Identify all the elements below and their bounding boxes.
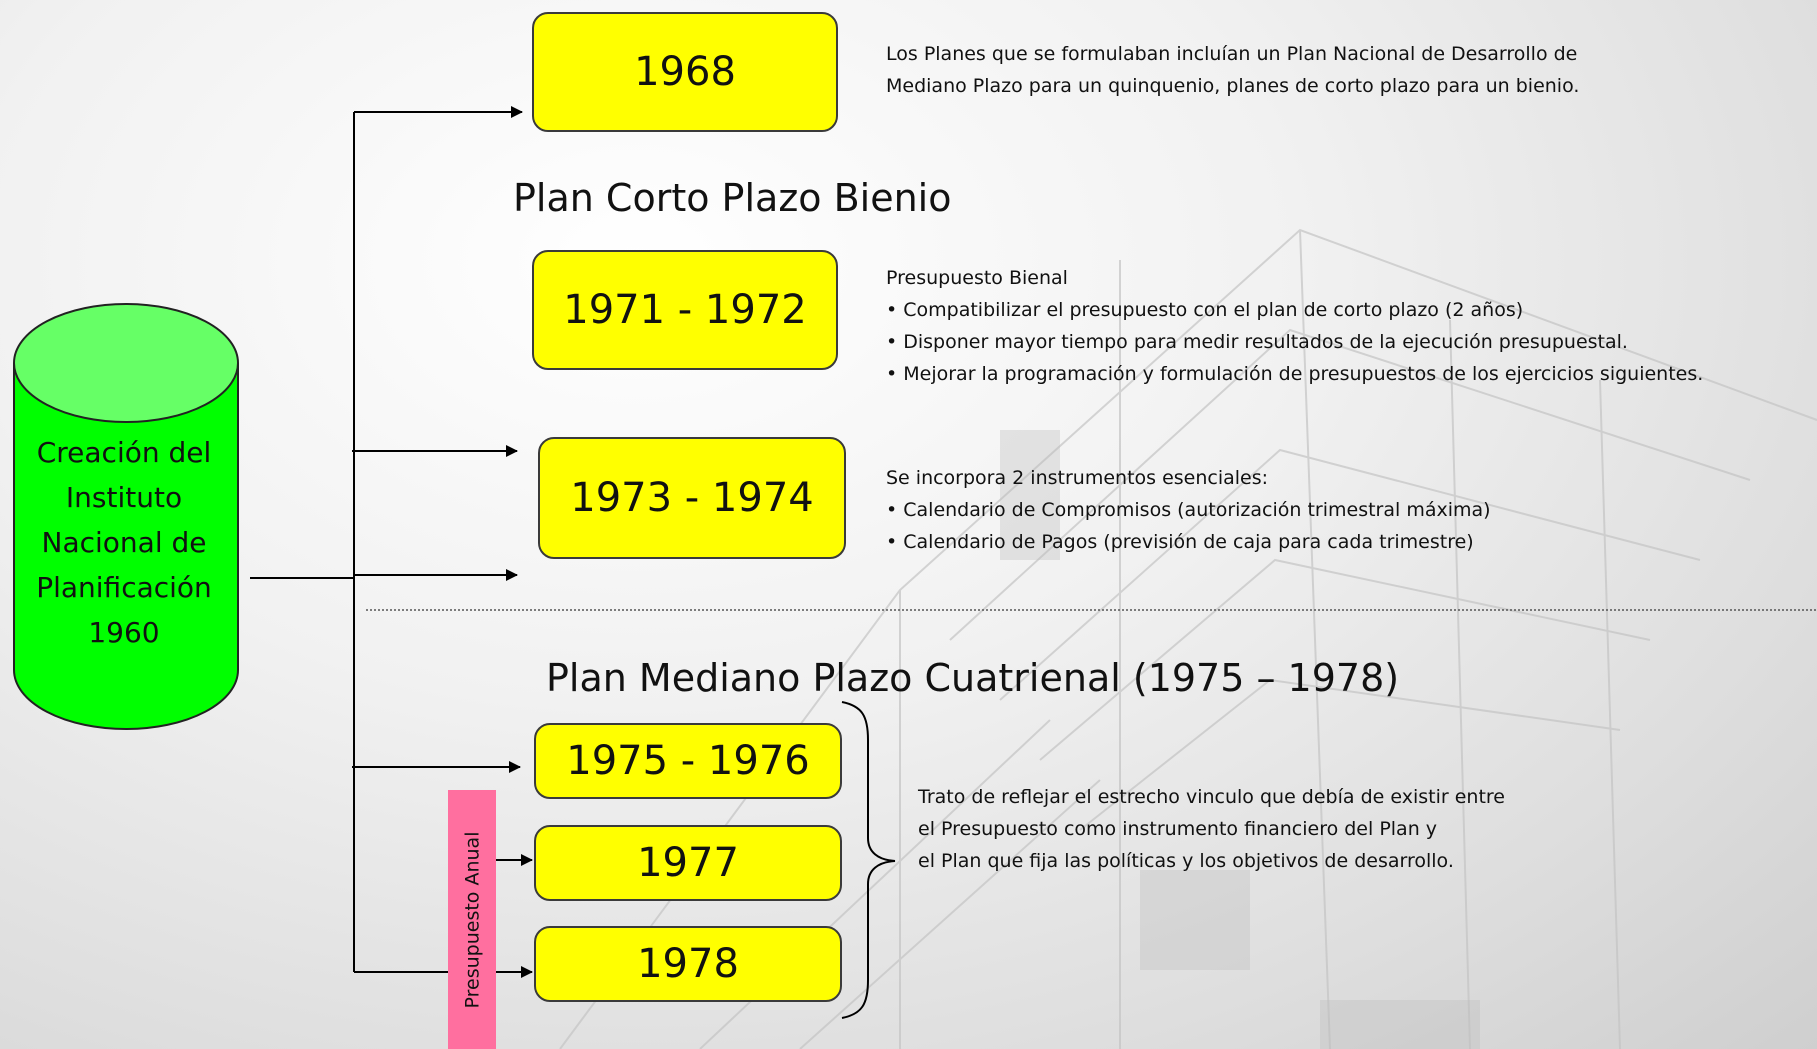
- annual-budget-tag: Presupuesto Anual: [448, 790, 496, 1049]
- note-bullet: Calendario de Compromisos (autorización …: [886, 494, 1490, 526]
- note-line: Trato de reflejar el estrecho vinculo qu…: [918, 786, 1505, 808]
- year-box-1971-1972: 1971 - 1972: [532, 250, 838, 370]
- year-box-1978: 1978: [534, 926, 842, 1002]
- annual-budget-label: Presupuesto Anual: [461, 831, 483, 1008]
- label-line: Nacional de: [41, 526, 207, 559]
- note-bullet: Calendario de Pagos (previsión de caja p…: [886, 526, 1491, 558]
- note-intro: Presupuesto Bienal: [886, 267, 1068, 289]
- note-bullet: Compatibilizar el presupuesto con el pla…: [886, 294, 1703, 326]
- note-1973-1974: Se incorpora 2 instrumentos esenciales: …: [886, 462, 1491, 558]
- note-line: Mediano Plazo para un quinquenio, planes…: [886, 75, 1580, 97]
- note-bullet-list: Compatibilizar el presupuesto con el pla…: [886, 294, 1703, 390]
- note-1975-1978: Trato de reflejar el estrecho vinculo qu…: [918, 781, 1505, 877]
- cylinder-shape: [13, 303, 239, 730]
- note-line: el Presupuesto como instrumento financie…: [918, 818, 1438, 840]
- year-box-1968: 1968: [532, 12, 838, 132]
- year-box-1977: 1977: [534, 825, 842, 901]
- label-line: Planificación: [36, 571, 212, 604]
- note-intro: Se incorpora 2 instrumentos esenciales:: [886, 467, 1269, 489]
- year-box-1973-1974: 1973 - 1974: [538, 437, 846, 559]
- institute-creation-label: Creación del Instituto Nacional de Plani…: [14, 430, 234, 655]
- note-1968: Los Planes que se formulaban incluían un…: [886, 38, 1579, 102]
- label-line: Creación del: [36, 436, 212, 469]
- year-box-1975-1976: 1975 - 1976: [534, 723, 842, 799]
- label-line: Instituto: [65, 481, 183, 514]
- heading-short-term: Plan Corto Plazo Bienio: [513, 176, 952, 220]
- heading-medium-term: Plan Mediano Plazo Cuatrienal (1975 – 19…: [546, 656, 1400, 700]
- note-1971-1972: Presupuesto Bienal Compatibilizar el pre…: [886, 262, 1703, 390]
- note-bullet: Disponer mayor tiempo para medir resulta…: [886, 326, 1703, 358]
- grouping-brace: [841, 701, 896, 1019]
- note-line: Los Planes que se formulaban incluían un…: [886, 43, 1578, 65]
- note-bullet: Mejorar la programación y formulación de…: [886, 358, 1703, 390]
- note-bullet-list: Calendario de Compromisos (autorización …: [886, 494, 1491, 558]
- note-line: el Plan que fija las políticas y los obj…: [918, 850, 1454, 872]
- label-line: 1960: [88, 616, 160, 649]
